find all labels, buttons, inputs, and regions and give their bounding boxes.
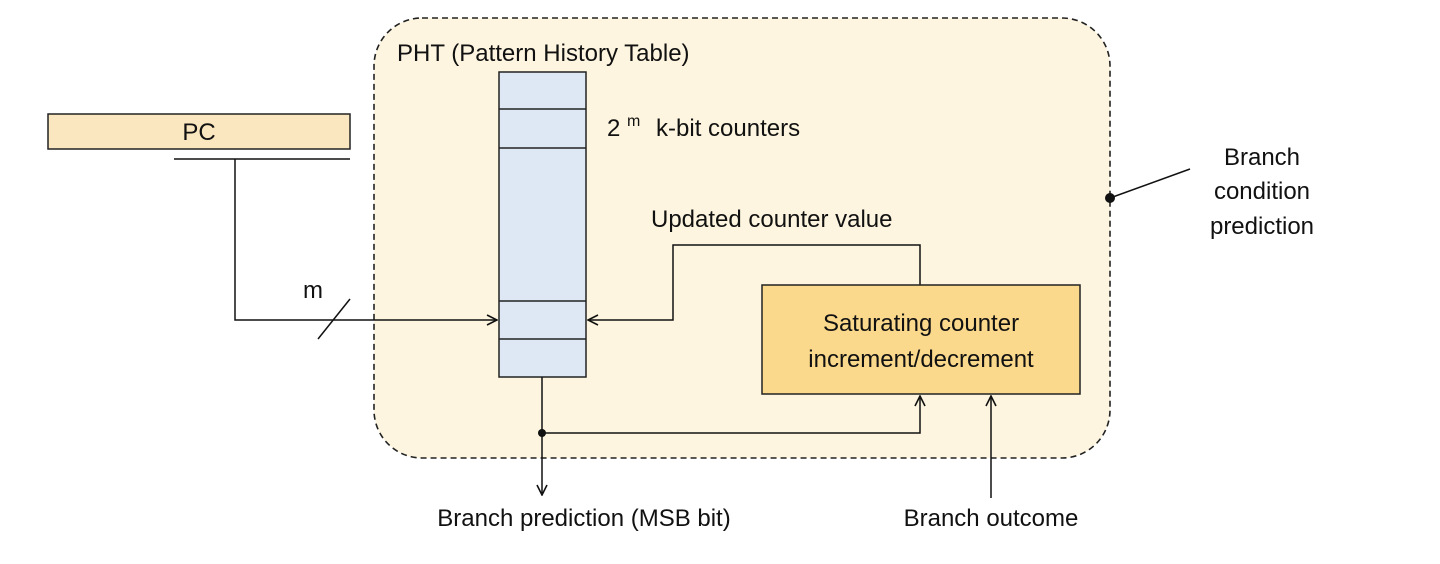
callout-leader [1109, 168, 1191, 199]
counters-base: 2 [607, 115, 620, 142]
saturating-counter-box [761, 284, 1081, 395]
updated-value-label: Updated counter value [651, 206, 893, 233]
callout-line3: prediction [1210, 213, 1314, 240]
pht-table [498, 71, 587, 378]
pc-index-wire [234, 159, 497, 320]
index-bits-label: m [303, 277, 323, 304]
counters-label: 2 m k-bit counters [607, 105, 800, 142]
counter-label-line2: increment/decrement [808, 346, 1034, 373]
counter-label-line1: Saturating counter [823, 310, 1019, 337]
junction-dot [538, 429, 546, 437]
branch-outcome-label: Branch outcome [904, 505, 1079, 532]
update-wire [588, 244, 921, 320]
bus-width-slash [317, 298, 351, 340]
pc-register [47, 113, 351, 150]
callout-dot [1105, 193, 1115, 203]
branch-prediction-label: Branch prediction (MSB bit) [437, 505, 730, 532]
callout-line2: condition [1214, 178, 1310, 205]
pht-title: PHT (Pattern History Table) [397, 40, 690, 67]
pc-label: PC [182, 119, 215, 146]
callout-line1: Branch [1224, 144, 1300, 171]
counters-exponent: m [627, 113, 640, 130]
prediction-feedback-wire [542, 396, 920, 434]
counters-text: k-bit counters [656, 115, 800, 142]
